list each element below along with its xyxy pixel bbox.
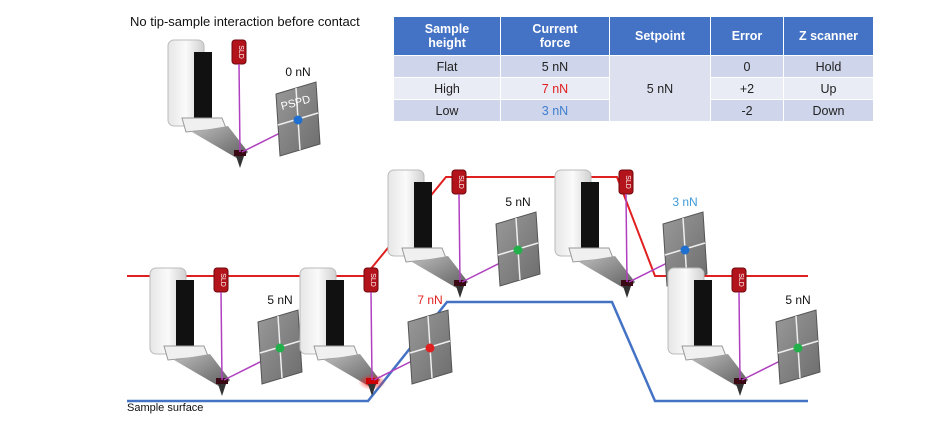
incident-laser-beam — [738, 291, 741, 381]
afm-tip — [368, 384, 376, 396]
sld-label: SLD — [237, 45, 244, 59]
laser-spot — [513, 245, 523, 255]
cantilever-end — [454, 280, 466, 286]
cell-height: High — [393, 77, 501, 100]
diagram-title: No tip-sample interaction before contact — [130, 14, 360, 29]
laser-spot — [425, 343, 435, 353]
table-row: Low 3 nN -2 Down — [393, 99, 874, 122]
cantilever-end — [366, 378, 378, 384]
cell-setpoint: 5 nN — [609, 55, 711, 122]
cell-height: Low — [393, 99, 501, 122]
cantilever-end — [234, 150, 246, 156]
cantilever-holder — [194, 52, 212, 132]
afm-probe-assembly: SLD 5 nN — [387, 169, 541, 298]
incident-laser-beam — [238, 63, 241, 153]
incident-laser-beam — [458, 193, 461, 283]
cell-force: 7 nN — [500, 77, 610, 100]
sample-surface-line — [127, 300, 808, 403]
header-error: Error — [710, 16, 784, 56]
cell-height: Flat — [393, 55, 501, 78]
cantilever-end — [216, 378, 228, 384]
cell-z: Down — [783, 99, 874, 122]
force-label: 0 nN — [285, 65, 310, 79]
table-row: Flat 5 nN 5 nN 0 Hold — [393, 55, 874, 122]
sld-label: SLD — [457, 175, 464, 189]
sld-label: SLD — [369, 273, 376, 287]
laser-spot — [793, 343, 803, 353]
sld-label: SLD — [219, 273, 226, 287]
sld-label: SLD — [737, 273, 744, 287]
cell-error: -2 — [710, 99, 784, 122]
afm-tip — [623, 286, 631, 298]
cell-z: Hold — [783, 55, 874, 78]
cantilever-end — [734, 378, 746, 384]
incident-laser-beam — [625, 193, 628, 283]
cell-force: 3 nN — [500, 99, 610, 122]
afm-tip — [736, 384, 744, 396]
force-label: 5 nN — [267, 293, 292, 307]
force-label: 5 nN — [505, 195, 530, 209]
afm-probe-assembly: SLD 5 nN — [667, 267, 821, 396]
header-z-scanner: Z scanner — [783, 16, 874, 56]
afm-tip — [236, 156, 244, 168]
sld-label: SLD — [624, 175, 631, 189]
cantilever-holder — [176, 280, 194, 360]
force-label: 5 nN — [785, 293, 810, 307]
cell-z: Up — [783, 77, 874, 100]
cell-error: +2 — [710, 77, 784, 100]
laser-spot — [275, 343, 285, 353]
afm-probe-assembly: SLD 5 nN — [149, 267, 303, 396]
force-label: 3 nN — [672, 195, 697, 209]
cantilever-holder — [326, 280, 344, 360]
laser-spot — [680, 245, 690, 255]
cell-force: 5 nN — [500, 55, 610, 78]
cantilever-end — [621, 280, 633, 286]
afm-probe-assembly: SLD 7 nN — [299, 267, 453, 396]
laser-spot — [293, 115, 303, 125]
incident-laser-beam — [220, 291, 223, 381]
cell-error: 0 — [710, 55, 784, 78]
cantilever-holder — [694, 280, 712, 360]
incident-laser-beam — [370, 291, 373, 381]
cantilever-holder — [581, 182, 599, 262]
afm-tip — [456, 286, 464, 298]
cantilever-holder — [414, 182, 432, 262]
sample-surface-label: Sample surface — [127, 402, 204, 414]
header-setpoint: Setpoint — [609, 16, 711, 56]
afm-tip — [218, 384, 226, 396]
force-label: 7 nN — [417, 293, 442, 307]
